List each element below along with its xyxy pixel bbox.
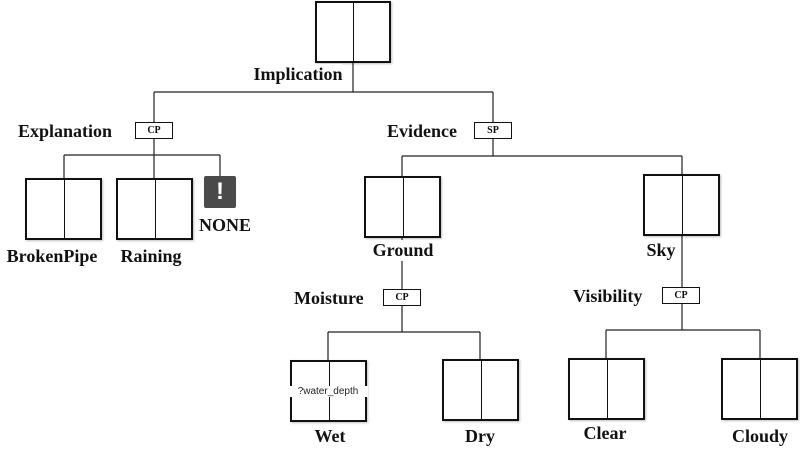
dry-node-box[interactable] [442,359,519,421]
implication-label: Implication [253,64,343,85]
raining-node-box[interactable] [116,178,193,240]
clear-label: Clear [583,423,627,444]
sky-node-box[interactable] [643,174,720,236]
evidence-label: Evidence [387,121,457,142]
evidence-sp-tag[interactable]: SP [474,122,512,139]
ground-node-box[interactable] [364,176,441,238]
ground-label: Ground [372,240,434,261]
explanation-cp-tag[interactable]: CP [135,122,173,139]
none-label: NONE [199,215,252,236]
wet-label: Wet [314,426,346,447]
moisture-label: Moisture [294,288,364,309]
wet-box-note: ?water_depth [288,386,368,397]
exclamation-icon: ! [204,176,236,208]
explanation-label: Explanation [18,121,113,142]
sky-label: Sky [646,240,676,261]
wet-node-box[interactable]: ?water_depth [288,360,368,422]
cloudy-node-box[interactable] [721,358,798,420]
brokenpipe-label: BrokenPipe [6,246,98,267]
dry-label: Dry [465,426,495,447]
cloudy-label: Cloudy [731,426,789,447]
moisture-cp-tag[interactable]: CP [383,289,421,306]
brokenpipe-node-box[interactable] [25,178,102,240]
visibility-label: Visibility [573,286,643,307]
raining-label: Raining [120,246,182,267]
clear-node-box[interactable] [568,358,645,420]
visibility-cp-tag[interactable]: CP [662,287,700,304]
implication-node-box[interactable] [315,1,391,63]
